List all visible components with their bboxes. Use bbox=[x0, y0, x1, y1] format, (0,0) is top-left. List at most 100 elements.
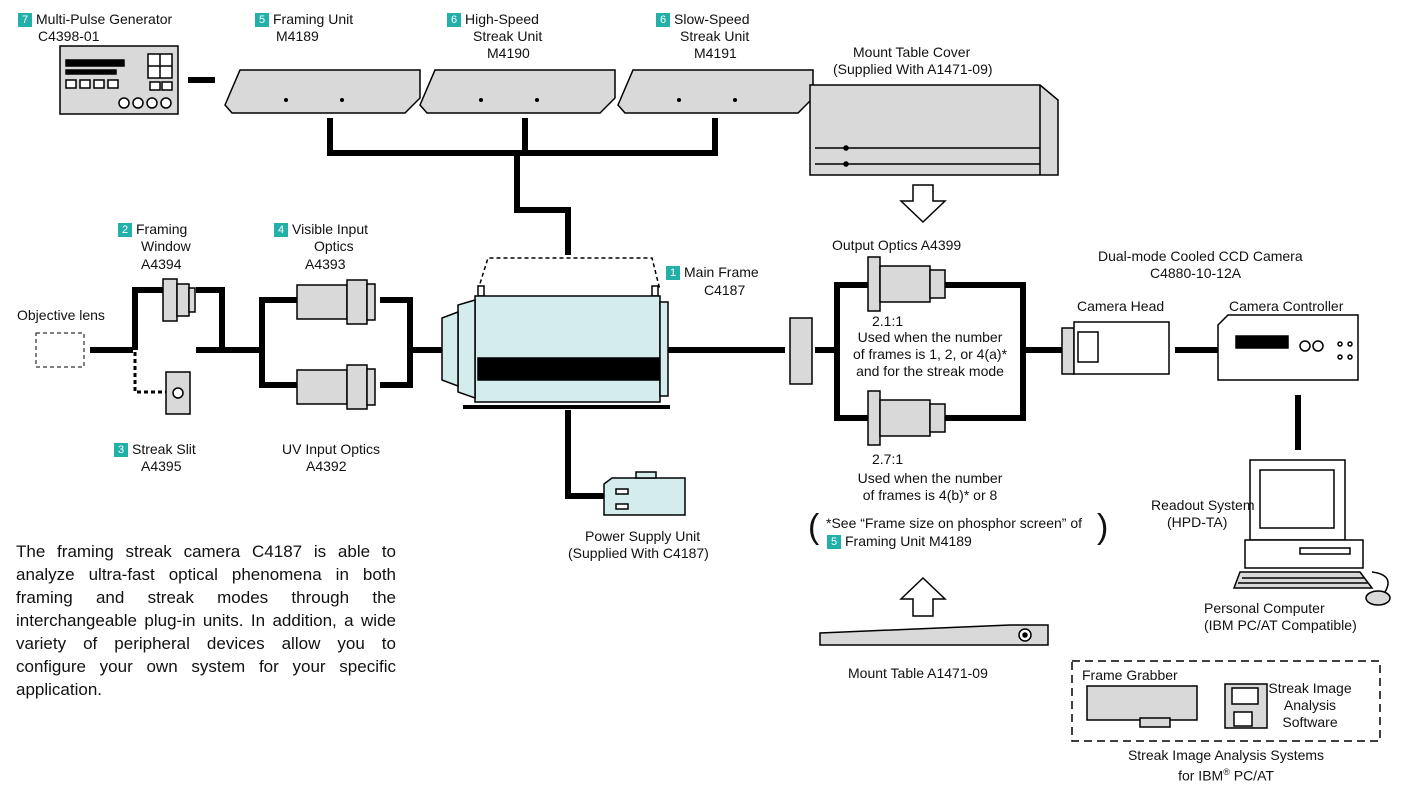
software-line1: Streak Image bbox=[1268, 680, 1352, 696]
analysis-systems-pcat: PC/AT bbox=[1229, 767, 1274, 784]
camera-head-label: Camera Head bbox=[1077, 298, 1165, 314]
power-supply-name: Power Supply Unit bbox=[585, 528, 701, 544]
output-optics-label: Output Optics A4399 bbox=[832, 237, 962, 253]
framing-window-name2: Window bbox=[141, 238, 191, 254]
framing-unit-icon bbox=[224, 69, 421, 114]
analysis-systems-box bbox=[1071, 660, 1381, 742]
registered-mark: ® bbox=[1223, 767, 1230, 777]
mount-cover-sub: (Supplied With A1471-09) bbox=[833, 61, 993, 77]
multi-pulse-generator-icon bbox=[59, 45, 179, 115]
framing-window-icon bbox=[162, 278, 196, 322]
slow-speed-model: M4191 bbox=[694, 45, 737, 61]
power-supply-icon bbox=[603, 471, 686, 516]
software-line3: Software bbox=[1282, 714, 1338, 730]
pc-name: Personal Computer bbox=[1204, 600, 1325, 616]
slow-speed-name: Slow-Speed bbox=[674, 11, 750, 27]
camera-head-icon bbox=[1061, 321, 1170, 375]
badge-6a: 6 bbox=[447, 13, 461, 27]
footnote-unit: Framing Unit M4189 bbox=[845, 533, 972, 549]
visible-optics-name2: Optics bbox=[314, 238, 354, 254]
paren-close: ) bbox=[1097, 508, 1109, 546]
uv-optics-model: A4392 bbox=[306, 458, 347, 474]
mount-table-label: Mount Table A1471-09 bbox=[848, 665, 988, 681]
main-frame-icon bbox=[441, 257, 670, 409]
streak-slit-link bbox=[133, 352, 166, 394]
output-optics-2-1-icon bbox=[867, 256, 946, 312]
mount-cover-name: Mount Table Cover bbox=[853, 44, 971, 60]
pc-sub: (IBM PC/AT Compatible) bbox=[1204, 617, 1357, 633]
main-frame-label: 1 Main Frame bbox=[666, 264, 759, 281]
streak-slit-name: Streak Slit bbox=[132, 441, 196, 457]
ratio-1-line3: and for the streak mode bbox=[856, 363, 1004, 379]
badge-4: 4 bbox=[274, 223, 288, 237]
badge-2: 2 bbox=[118, 223, 132, 237]
main-frame-name: Main Frame bbox=[684, 264, 759, 280]
streak-slit-icon bbox=[165, 371, 191, 415]
footnote-line1: *See “Frame size on phosphor screen” of bbox=[826, 515, 1083, 531]
frame-grabber-label: Frame Grabber bbox=[1082, 667, 1178, 683]
ccd-camera-name: Dual-mode Cooled CCD Camera bbox=[1098, 248, 1303, 264]
software-line2: Analysis bbox=[1283, 697, 1337, 713]
slow-speed-label: 6 Slow-Speed bbox=[656, 11, 750, 28]
ratio-2-value: 2.7:1 bbox=[872, 451, 904, 467]
personal-computer-icon bbox=[1232, 459, 1391, 606]
framing-unit-model: M4189 bbox=[276, 28, 319, 44]
ratio-2-line2: of frames is 4(b)* or 8 bbox=[862, 487, 998, 503]
analysis-systems-for-ibm: for IBM bbox=[1178, 767, 1224, 784]
badge-3: 3 bbox=[114, 443, 128, 457]
slow-speed-streak-unit-icon bbox=[617, 69, 814, 114]
camera-controller-icon bbox=[1217, 314, 1359, 381]
mount-table-cover-icon bbox=[809, 84, 1059, 176]
description-paragraph: The framing streak camera C4187 is able … bbox=[16, 542, 396, 699]
framing-window-name: Framing bbox=[136, 221, 188, 237]
frame-grabber-icon bbox=[1086, 685, 1198, 728]
framing-window-label: 2 Framing bbox=[118, 221, 187, 238]
arrow-down-icon bbox=[899, 184, 947, 224]
ratio-1-line2: of frames is 1, 2, or 4(a)* bbox=[852, 346, 1008, 362]
objective-lens-icon bbox=[35, 332, 85, 368]
analysis-systems-line1: Streak Image Analysis Systems bbox=[1127, 747, 1325, 763]
arrow-up-icon bbox=[899, 576, 947, 617]
ratio-1-value: 2.1:1 bbox=[872, 313, 904, 329]
visible-optics-label: 4 Visible Input bbox=[274, 221, 368, 238]
high-speed-streak-unit-icon bbox=[419, 69, 616, 114]
badge-7: 7 bbox=[18, 13, 32, 27]
power-supply-sub: (Supplied With C4187) bbox=[568, 545, 709, 561]
badge-1: 1 bbox=[666, 266, 680, 280]
streak-slit-model: A4395 bbox=[141, 458, 182, 474]
ratio-2-line1: Used when the number bbox=[857, 470, 1003, 486]
slow-speed-name2: Streak Unit bbox=[680, 28, 750, 44]
footnote-line2: 5 Framing Unit M4189 bbox=[827, 533, 972, 550]
streak-slit-label: 3 Streak Slit bbox=[114, 441, 196, 458]
badge-6b: 6 bbox=[656, 13, 670, 27]
connection-lines bbox=[90, 77, 1301, 499]
readout-name: Readout System bbox=[1151, 497, 1255, 513]
visible-optics-name: Visible Input bbox=[292, 221, 369, 237]
ccd-camera-model: C4880-10-12A bbox=[1150, 265, 1242, 281]
output-optics-2-7-icon bbox=[867, 390, 946, 446]
camera-controller-label: Camera Controller bbox=[1229, 298, 1344, 314]
coupling-icon bbox=[789, 317, 813, 385]
multi-pulse-model: C4398-01 bbox=[38, 28, 100, 44]
objective-lens-label: Objective lens bbox=[17, 307, 105, 323]
paren-open: ( bbox=[808, 508, 820, 546]
uv-optics-name: UV Input Optics bbox=[282, 441, 381, 457]
high-speed-model: M4190 bbox=[487, 45, 530, 61]
visible-input-optics-icon bbox=[296, 279, 376, 325]
main-frame-model: C4187 bbox=[704, 282, 746, 298]
mount-table-icon bbox=[819, 624, 1049, 646]
high-speed-label: 6 High-Speed bbox=[447, 11, 539, 28]
badge-5b: 5 bbox=[827, 535, 841, 549]
badge-5: 5 bbox=[255, 13, 269, 27]
analysis-systems-line2: for IBM® PC/AT bbox=[1126, 764, 1326, 785]
high-speed-name2: Streak Unit bbox=[473, 28, 543, 44]
floppy-disk-icon bbox=[1224, 683, 1268, 729]
uv-input-optics-icon bbox=[296, 364, 376, 410]
readout-sub: (HPD-TA) bbox=[1167, 514, 1228, 530]
framing-window-model: A4394 bbox=[141, 256, 182, 272]
high-speed-name: High-Speed bbox=[465, 11, 539, 27]
ratio-1-line1: Used when the number bbox=[857, 329, 1003, 345]
